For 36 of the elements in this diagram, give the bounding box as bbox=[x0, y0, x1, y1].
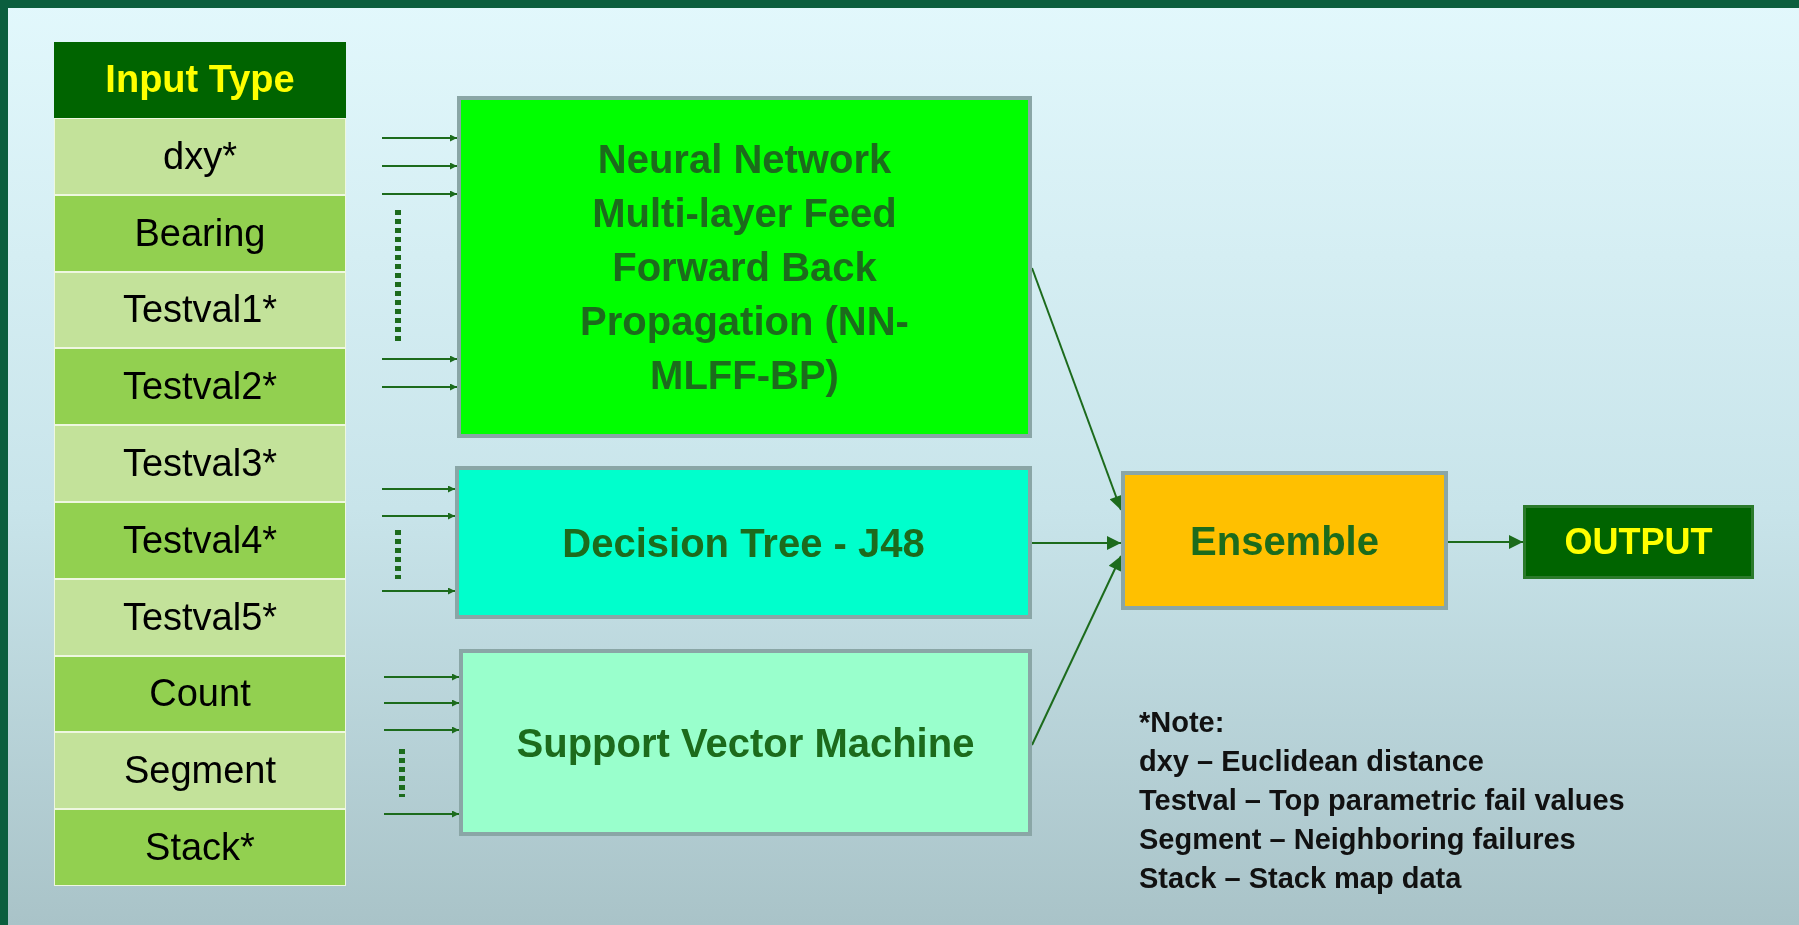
table-cell: Stack* bbox=[54, 809, 346, 886]
output-box: OUTPUT bbox=[1523, 505, 1754, 579]
arrow bbox=[381, 485, 456, 493]
table-cell: dxy* bbox=[54, 118, 346, 195]
table-cell: Testval4* bbox=[54, 502, 346, 579]
note-text: *Note: bbox=[1139, 705, 1226, 740]
process-box: Decision Tree - J48 bbox=[455, 466, 1032, 619]
arrow bbox=[1031, 555, 1122, 746]
arrow bbox=[381, 355, 458, 363]
arrow bbox=[383, 810, 460, 818]
note-text: Testval – Top parametric fail values bbox=[1139, 783, 1625, 818]
arrow bbox=[383, 726, 460, 734]
arrow bbox=[381, 587, 456, 595]
table-cell: Segment bbox=[54, 732, 346, 810]
table-cell: Testval3* bbox=[54, 425, 346, 502]
arrow bbox=[383, 673, 460, 681]
arrow bbox=[381, 190, 458, 198]
table-cell: Bearing bbox=[54, 194, 346, 272]
process-box: Support Vector Machine bbox=[459, 649, 1032, 836]
note-text: Stack – Stack map data bbox=[1139, 861, 1463, 896]
table-cell: Testval5* bbox=[54, 578, 346, 656]
arrow bbox=[381, 134, 458, 142]
arrow bbox=[383, 699, 460, 707]
table-header: Input Type bbox=[54, 42, 346, 118]
note-text: Segment – Neighboring failures bbox=[1139, 822, 1577, 857]
table-cell: Count bbox=[54, 655, 346, 733]
table-cell: Testval2* bbox=[54, 348, 346, 426]
arrow bbox=[381, 512, 456, 520]
arrow bbox=[1447, 535, 1524, 549]
note-text: dxy – Euclidean distance bbox=[1139, 744, 1485, 779]
arrow bbox=[381, 383, 458, 391]
process-box: Neural Network Multi-layer Feed Forward Back Propagation (NN-MLFF-BP) bbox=[457, 96, 1032, 438]
table-cell: Testval1* bbox=[54, 271, 346, 349]
arrow bbox=[1031, 536, 1122, 550]
arrow bbox=[381, 162, 458, 170]
process-box: Ensemble bbox=[1121, 471, 1448, 610]
